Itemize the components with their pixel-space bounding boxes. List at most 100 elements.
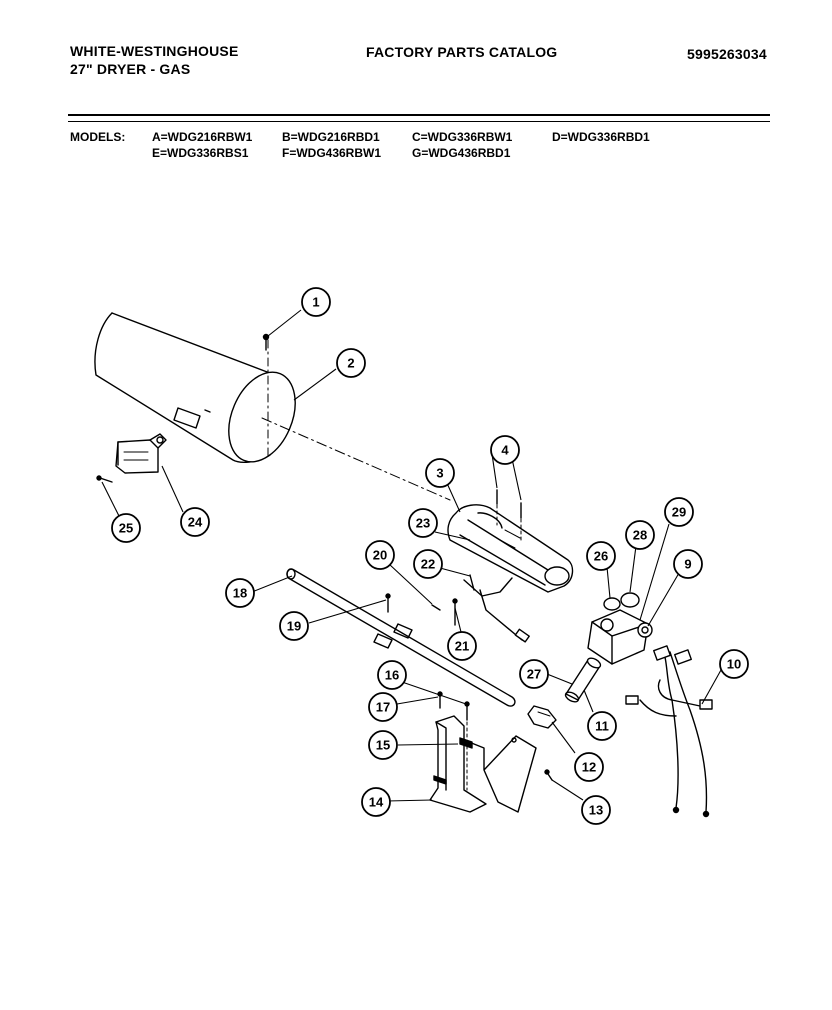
callout-circle: [368, 730, 398, 760]
callout-3: 3: [425, 458, 455, 488]
model-c: C=WDG336RBW1: [412, 130, 513, 144]
model-g: G=WDG436RBD1: [412, 146, 511, 160]
model-f: F=WDG436RBW1: [282, 146, 382, 160]
wire-harness-part: [625, 645, 713, 818]
screw-1-part: [262, 333, 270, 351]
model-b: B=WDG216RBD1: [282, 130, 380, 144]
callout-17: 17: [368, 692, 398, 722]
gas-valve-part: [587, 592, 653, 665]
callout-circle: [447, 631, 477, 661]
callout-22: 22: [413, 549, 443, 579]
callout-label: 20: [373, 548, 387, 563]
callout-circle: [225, 578, 255, 608]
callout-label: 18: [233, 586, 247, 601]
callout-16: 16: [377, 660, 407, 690]
callout-circle: [490, 435, 520, 465]
callout-24: 24: [180, 507, 210, 537]
callout-circle: [365, 540, 395, 570]
callout-circle: [180, 507, 210, 537]
callout-circle: [586, 541, 616, 571]
callout-label: 26: [594, 549, 608, 564]
header-divider: [68, 114, 770, 116]
manifold-pipe-part: [286, 568, 516, 707]
callout-circle: [519, 659, 549, 689]
callout-label: 16: [385, 668, 399, 683]
burner-assembly-part: [447, 504, 574, 593]
callout-circle: [368, 692, 398, 722]
callout-label: 13: [589, 803, 603, 818]
callout-circle: [408, 508, 438, 538]
callout-26: 26: [586, 541, 616, 571]
header-divider-thin: [68, 121, 770, 122]
callout-25: 25: [111, 513, 141, 543]
callout-19: 19: [279, 611, 309, 641]
screw-19-part: [385, 593, 391, 613]
callout-1: 1: [301, 287, 331, 317]
callout-circle: [336, 348, 366, 378]
callout-label: 24: [188, 515, 203, 530]
product-title: 27" DRYER - GAS: [70, 61, 191, 77]
callout-10: 10: [719, 649, 749, 679]
callout-label: 22: [421, 557, 435, 572]
callout-12: 12: [574, 752, 604, 782]
callout-9: 9: [673, 549, 703, 579]
callout-label: 14: [369, 795, 384, 810]
callout-11: 11: [587, 711, 617, 741]
igniter-part: [431, 574, 530, 643]
callout-label: 1: [312, 295, 319, 310]
callout-27: 27: [519, 659, 549, 689]
callout-label: 21: [455, 639, 469, 654]
fitting-part: [527, 705, 557, 729]
callout-circle: [581, 795, 611, 825]
brand-title: WHITE-WESTINGHOUSE: [70, 43, 239, 59]
callout-label: 29: [672, 505, 686, 520]
callout-4: 4: [490, 435, 520, 465]
callout-circle: [111, 513, 141, 543]
callout-29: 29: [664, 497, 694, 527]
callout-20: 20: [365, 540, 395, 570]
callout-28: 28: [625, 520, 655, 550]
callout-21: 21: [447, 631, 477, 661]
callout-14: 14: [361, 787, 391, 817]
callout-2: 2: [336, 348, 366, 378]
callout-circle: [425, 458, 455, 488]
callout-circle: [279, 611, 309, 641]
callout-18: 18: [225, 578, 255, 608]
callout-circle: [361, 787, 391, 817]
callout-label: 25: [119, 521, 133, 536]
catalog-title: FACTORY PARTS CATALOG: [366, 44, 558, 60]
callout-label: 11: [595, 719, 609, 734]
screws-part: [437, 691, 553, 791]
callout-circle: [413, 549, 443, 579]
callout-13: 13: [581, 795, 611, 825]
callout-label: 15: [376, 738, 390, 753]
part-number: 5995263034: [687, 46, 767, 62]
orifice-part: [564, 657, 602, 703]
models-label: MODELS:: [70, 130, 126, 144]
model-e: E=WDG336RBS1: [152, 146, 249, 160]
callout-circle: [673, 549, 703, 579]
callout-23: 23: [408, 508, 438, 538]
model-d: D=WDG336RBD1: [552, 130, 650, 144]
burner-tube-part: [94, 312, 296, 463]
callout-label: 2: [347, 356, 354, 371]
callout-circle: [574, 752, 604, 782]
callout-circle: [377, 660, 407, 690]
callout-label: 27: [527, 667, 541, 682]
callout-label: 9: [684, 557, 691, 572]
callout-circle: [587, 711, 617, 741]
flame-sensor-part: [115, 433, 167, 474]
callout-15: 15: [368, 730, 398, 760]
callout-label: 4: [501, 443, 509, 458]
callout-label: 23: [416, 516, 430, 531]
callout-label: 12: [582, 760, 596, 775]
callout-label: 28: [633, 528, 647, 543]
screw-4-part: [496, 489, 522, 541]
callout-label: 19: [287, 619, 301, 634]
screw-25-part: [96, 475, 113, 483]
callout-circle: [301, 287, 331, 317]
model-a: A=WDG216RBW1: [152, 130, 253, 144]
callout-label: 3: [436, 466, 443, 481]
